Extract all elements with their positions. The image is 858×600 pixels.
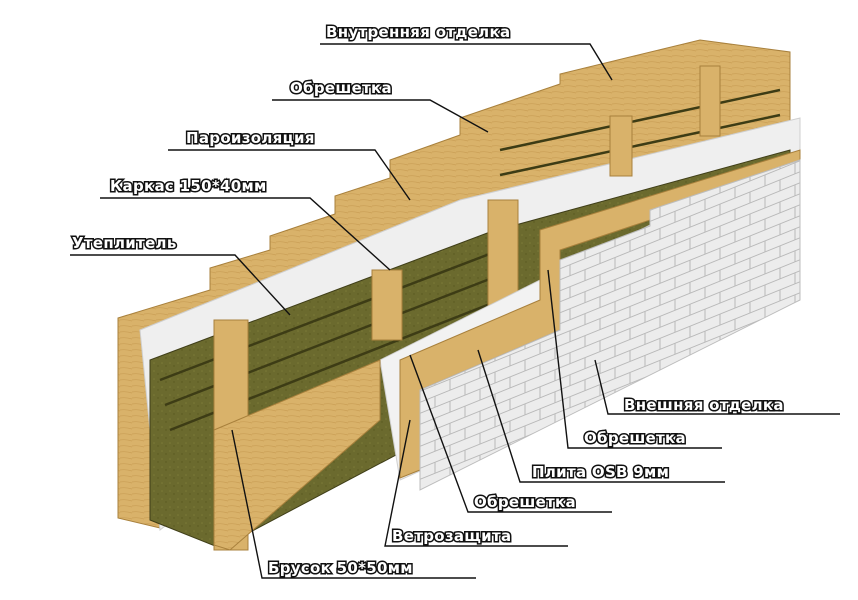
label-battens-outer: Обрешетка bbox=[584, 429, 686, 447]
label-interior-finish: Внутренняя отделка bbox=[326, 23, 510, 41]
front-bar bbox=[213, 359, 381, 551]
label-battens-top: Обрешетка bbox=[290, 79, 392, 97]
label-vapor-barrier: Пароизоляция bbox=[186, 129, 315, 147]
label-wind-barrier: Ветрозащита bbox=[392, 527, 511, 545]
label-frame: Каркас 150*40мм bbox=[110, 177, 267, 195]
label-bar: Брусок 50*50мм bbox=[268, 559, 413, 577]
label-insulation: Утеплитель bbox=[72, 234, 177, 252]
exterior-brick-finish bbox=[419, 159, 801, 491]
label-osb: Плита OSB 9мм bbox=[532, 463, 669, 481]
label-exterior-finish: Внешняя отделка bbox=[624, 396, 784, 414]
label-battens-inner: Обрешетка bbox=[474, 493, 576, 511]
leader-lines bbox=[70, 43, 840, 579]
